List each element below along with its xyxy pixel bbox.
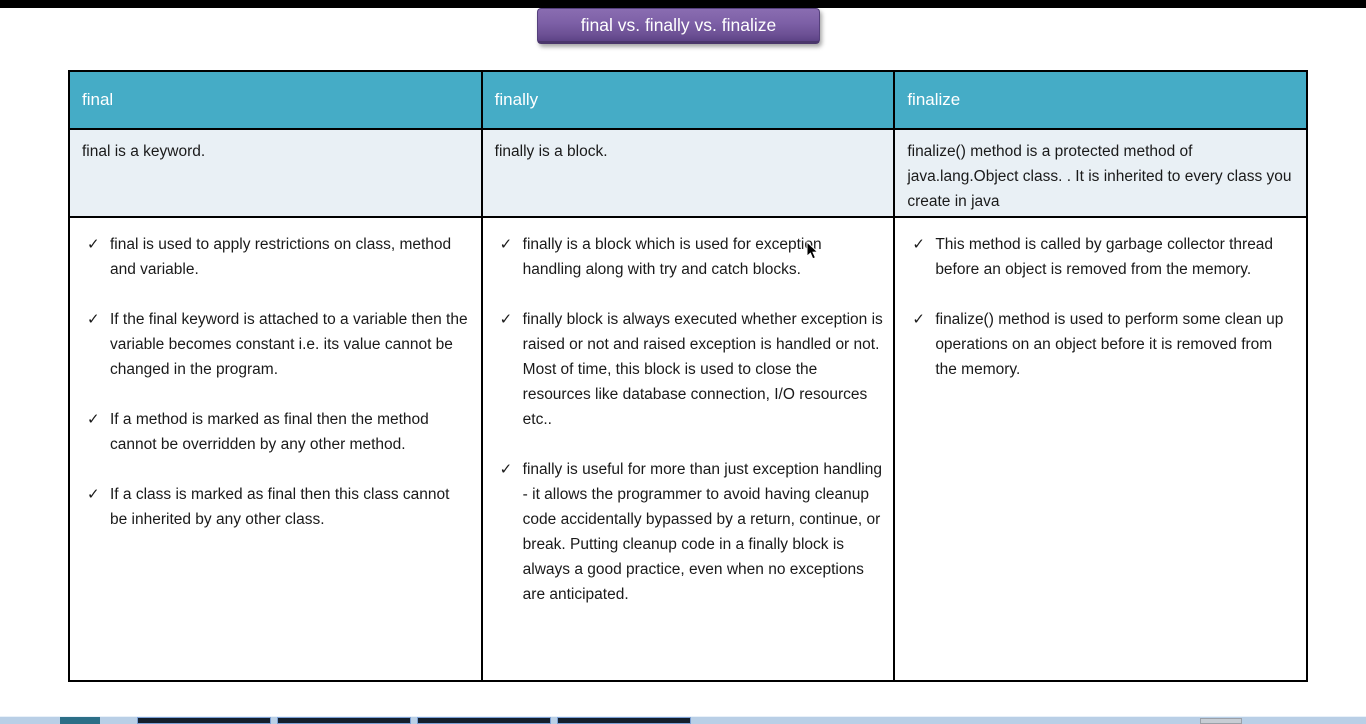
taskbar-window-button[interactable]	[137, 717, 271, 724]
col-header-finally: finally	[480, 70, 896, 130]
taskbar-strip	[0, 716, 1366, 724]
bullet-item: ✓ finally is useful for more than just ex…	[491, 457, 884, 607]
check-icon: ✓	[499, 311, 513, 328]
bullet-item: ✓ This method is called by garbage collec…	[903, 232, 1296, 282]
points-cell-final: ✓ final is used to apply restrictions on …	[68, 216, 483, 682]
check-icon: ✓	[87, 311, 100, 328]
col-header-finalize: finalize	[893, 70, 1308, 130]
points-cell-finalize: ✓ This method is called by garbage collec…	[893, 216, 1308, 682]
bullet-item: ✓ If a method is marked as final then the…	[78, 407, 471, 457]
check-icon: ✓	[87, 486, 100, 503]
bullet-item: ✓ finally is a block which is used for ex…	[491, 232, 884, 282]
check-icon: ✓	[87, 411, 100, 428]
col-header-final: final	[68, 70, 483, 130]
summary-finally: finally is a block.	[480, 128, 896, 218]
summary-finalize: finalize() method is a protected method …	[893, 128, 1308, 218]
check-icon: ✓	[87, 236, 100, 253]
taskbar-window-button[interactable]	[277, 717, 411, 724]
header-row: final finally finalize	[68, 70, 1308, 130]
bullet-text: If a method is marked as final then the …	[110, 411, 429, 453]
bullet-item: ✓ If the final keyword is attached to a v…	[78, 307, 471, 382]
bullet-item: ✓ If a class is marked as final then this…	[78, 482, 471, 532]
bullet-text: finally block is always executed whether…	[522, 311, 883, 428]
taskbar-app-icon[interactable]	[60, 717, 100, 724]
taskbar-window-button[interactable]	[557, 717, 691, 724]
top-black-bar	[0, 0, 1366, 8]
points-list-finalize: ✓ This method is called by garbage collec…	[903, 232, 1296, 382]
taskbar-window-button[interactable]	[417, 717, 551, 724]
taskbar-tray-area[interactable]	[1200, 718, 1242, 724]
mouse-cursor	[806, 241, 819, 260]
check-icon: ✓	[912, 236, 925, 253]
check-icon: ✓	[499, 461, 513, 478]
points-row: ✓ final is used to apply restrictions on …	[68, 216, 1308, 682]
check-icon: ✓	[499, 236, 513, 253]
points-cell-finally: ✓ finally is a block which is used for ex…	[480, 216, 896, 682]
comparison-table: final finally finalize final is a keywor…	[68, 70, 1308, 682]
slide-title-banner: final vs. finally vs. finalize	[537, 8, 820, 44]
summary-final: final is a keyword.	[68, 128, 483, 218]
bullet-item: ✓ final is used to apply restrictions on …	[78, 232, 471, 282]
points-list-finally: ✓ finally is a block which is used for ex…	[491, 232, 884, 607]
bullet-item: ✓ finalize() method is used to perform so…	[903, 307, 1296, 382]
bullet-text: If the final keyword is attached to a va…	[110, 311, 468, 378]
summary-row: final is a keyword. finally is a block. …	[68, 128, 1308, 218]
bullet-text: finally is a block which is used for exc…	[522, 236, 822, 278]
slide-title: final vs. finally vs. finalize	[580, 14, 777, 35]
points-list-final: ✓ final is used to apply restrictions on …	[78, 232, 471, 532]
bullet-text: This method is called by garbage collect…	[935, 236, 1274, 278]
check-icon: ✓	[912, 311, 925, 328]
bullet-text: finally is useful for more than just exc…	[522, 461, 882, 603]
bullet-text: If a class is marked as final then this …	[110, 486, 450, 528]
bullet-item: ✓ finally block is always executed whethe…	[491, 307, 884, 432]
bullet-text: finalize() method is used to perform som…	[935, 311, 1284, 378]
bullet-text: final is used to apply restrictions on c…	[110, 236, 452, 278]
